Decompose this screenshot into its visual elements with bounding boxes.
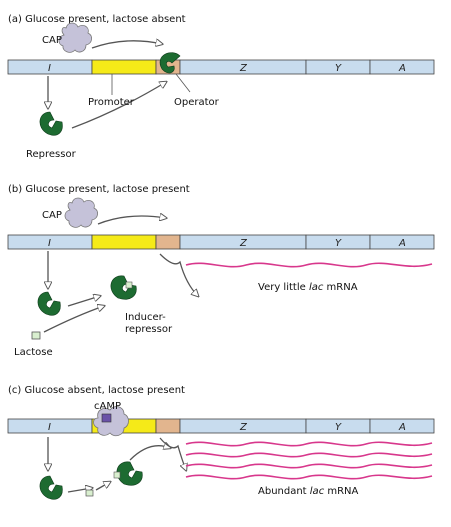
- panel-c-title: (c) Glucose absent, lactose present: [8, 385, 185, 396]
- lactose-label: Lactose: [14, 347, 53, 358]
- gene-i-label: I: [48, 63, 51, 74]
- camp-molecule: [101, 413, 112, 423]
- promoter-label: Promoter: [88, 97, 135, 108]
- gene-z-label: Z: [239, 238, 248, 249]
- repressor-label: Repressor: [26, 149, 77, 160]
- mrna-strand: [185, 452, 433, 458]
- mrna-lac: lac: [309, 282, 324, 293]
- gene-a-segment: [369, 234, 435, 250]
- panel-a: (a) Glucose present, lactose absent I Z …: [7, 14, 435, 160]
- gene-y-label: Y: [335, 238, 342, 249]
- cap-protein: [58, 22, 92, 53]
- inducer-repressor-complex: [110, 275, 137, 300]
- repressor-protein: [37, 291, 61, 316]
- cap-protein: [64, 197, 98, 228]
- dna-strand: I Z Y A: [7, 59, 435, 75]
- operator-leader: [175, 73, 191, 93]
- cap-arrow: [97, 216, 166, 225]
- repressor-to-operator-arrow: [71, 82, 166, 129]
- mrna-strand: [185, 441, 433, 447]
- bound-lactose: [125, 281, 133, 289]
- lactose-molecule: [31, 331, 41, 340]
- transcription-arrow: [159, 253, 198, 296]
- repressor-to-inducer-arrow: [67, 296, 100, 307]
- operator-label: Operator: [174, 97, 220, 108]
- operator-segment: [155, 234, 181, 250]
- mrna-prefix: Very little: [258, 282, 309, 293]
- gene-y-label: Y: [335, 422, 342, 433]
- cap-label: CAP: [42, 35, 62, 46]
- cap-transcription-arrow: [129, 446, 170, 461]
- mrna-suffix: mRNA: [323, 282, 357, 293]
- gene-a-segment: [369, 418, 435, 434]
- panel-a-title: (a) Glucose present, lactose absent: [8, 14, 186, 25]
- mrna-lac: lac: [310, 486, 325, 497]
- repressor-bound-operator: [159, 52, 181, 74]
- gene-i-label: I: [48, 422, 51, 433]
- gene-i-label: I: [48, 238, 51, 249]
- operator-segment: [155, 418, 181, 434]
- bound-lactose: [113, 471, 121, 479]
- mrna-strand: [185, 463, 433, 469]
- dna-strand: I Z Y A: [7, 418, 435, 434]
- inducer-repressor-complex: [116, 461, 143, 486]
- repressor-protein: [39, 475, 63, 500]
- mrna-caption: Abundant lac mRNA: [258, 486, 359, 497]
- promoter-segment: [91, 59, 157, 75]
- mrna-prefix: Abundant: [258, 486, 310, 497]
- mrna-caption: Very little lac mRNA: [258, 282, 358, 293]
- panel-b: (b) Glucose present, lactose present I Z…: [7, 184, 435, 358]
- lactose-molecule: [85, 489, 94, 497]
- gene-y-label: Y: [335, 63, 342, 74]
- repressor-protein: [39, 111, 63, 136]
- transcription-arrow: [159, 437, 186, 470]
- gene-z-label: Z: [239, 422, 248, 433]
- mrna-strand: [185, 262, 433, 268]
- gene-z-label: Z: [239, 63, 248, 74]
- gene-a-label: A: [398, 63, 406, 74]
- dna-strand: I Z Y A: [7, 234, 435, 250]
- panel-c: (c) Glucose absent, lactose present I Z …: [7, 385, 435, 500]
- gene-a-label: A: [398, 238, 406, 249]
- lactose-arrow: [43, 306, 104, 333]
- gene-a-label: A: [398, 422, 406, 433]
- lactose-arrow: [95, 482, 110, 491]
- mrna-strand: [185, 474, 433, 480]
- cap-arrow: [91, 41, 162, 49]
- cap-label: CAP: [42, 210, 62, 221]
- promoter-segment: [91, 234, 157, 250]
- inducer-repressor-label-line1: Inducer-: [125, 312, 166, 323]
- camp-label: cAMP: [94, 401, 121, 412]
- inducer-repressor-label-line2: repressor: [125, 324, 173, 335]
- gene-a-segment: [369, 59, 435, 75]
- repressor-to-inducer-arrow: [67, 488, 92, 492]
- panel-b-title: (b) Glucose present, lactose present: [8, 184, 190, 195]
- mrna-suffix: mRNA: [324, 486, 358, 497]
